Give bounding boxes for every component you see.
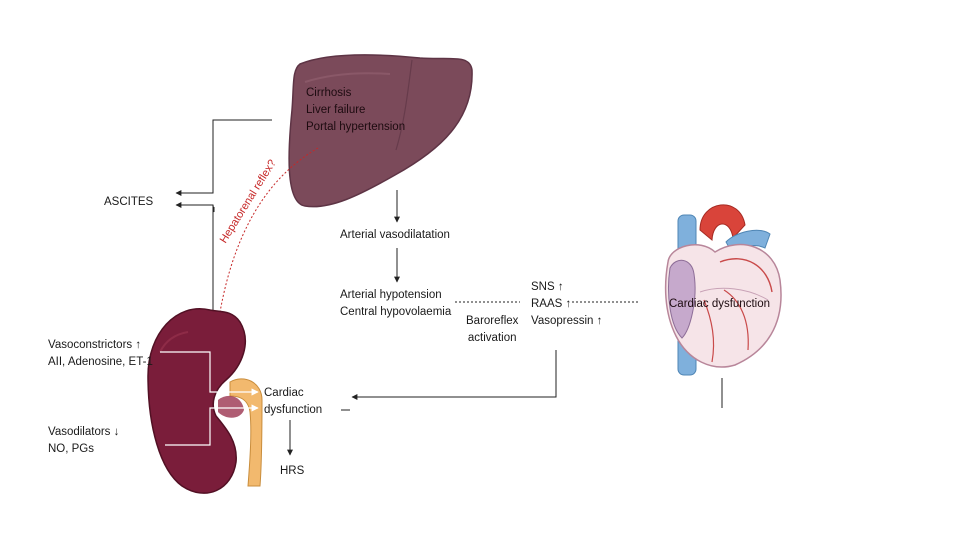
liver-line-failure: Liver failure — [306, 104, 366, 116]
neurohumoral-label: SNS ↑ RAAS ↑ Vasopressin ↑ — [531, 279, 602, 330]
kidney-illustration — [147, 308, 263, 494]
cascade-arrows — [287, 190, 723, 456]
baroreflex-label: Baroreflex activation — [466, 313, 518, 347]
hrs-label: HRS — [280, 465, 305, 477]
hypotension-label: Arterial hypotension Central hypovolaemi… — [340, 287, 451, 321]
heart-label: Cardiac dysfunction — [669, 298, 770, 310]
ascites-label: ASCITES — [104, 196, 154, 208]
baroreflex-line: Baroreflex — [466, 315, 519, 327]
vasoconstrictors-agents-line: AII, Adenosine, ET-1 — [48, 356, 153, 368]
liver-label: Cirrhosis Liver failure Portal hypertens… — [306, 85, 405, 136]
reflex-curve — [216, 147, 319, 319]
cardiac-dysfunction-kidney-label: Cardiac dysfunction — [264, 385, 322, 419]
vasodilators-label: Vasodilators ↓ NO, PGs — [48, 424, 119, 458]
liver-line-cirrhosis: Cirrhosis — [306, 87, 352, 99]
hypotension-line: Arterial hypotension — [340, 289, 442, 301]
vasopressin-line: Vasopressin ↑ — [531, 315, 603, 327]
hypovolaemia-line: Central hypovolaemia — [340, 306, 452, 318]
liver-illustration — [288, 54, 473, 208]
heart-illustration — [664, 204, 782, 376]
vasoconstrictors-line: Vasoconstrictors ↑ — [48, 339, 142, 351]
dysfunction-line: dysfunction — [264, 404, 323, 416]
vasoconstrictors-label: Vasoconstrictors ↑ AII, Adenosine, ET-1 — [48, 337, 153, 371]
vasodilatation-label: Arterial vasodilatation — [340, 229, 450, 241]
liver-line-portal-hypertension: Portal hypertension — [306, 121, 406, 133]
cardiac-line: Cardiac — [264, 387, 304, 399]
activation-line: activation — [467, 332, 517, 344]
kidney-white-connectors — [160, 351, 259, 446]
vasodilators-line: Vasodilators ↓ — [48, 426, 120, 438]
vasodilators-agents-line: NO, PGs — [48, 443, 95, 455]
sns-line: SNS ↑ — [531, 281, 564, 293]
raas-line: RAAS ↑ — [531, 298, 572, 310]
